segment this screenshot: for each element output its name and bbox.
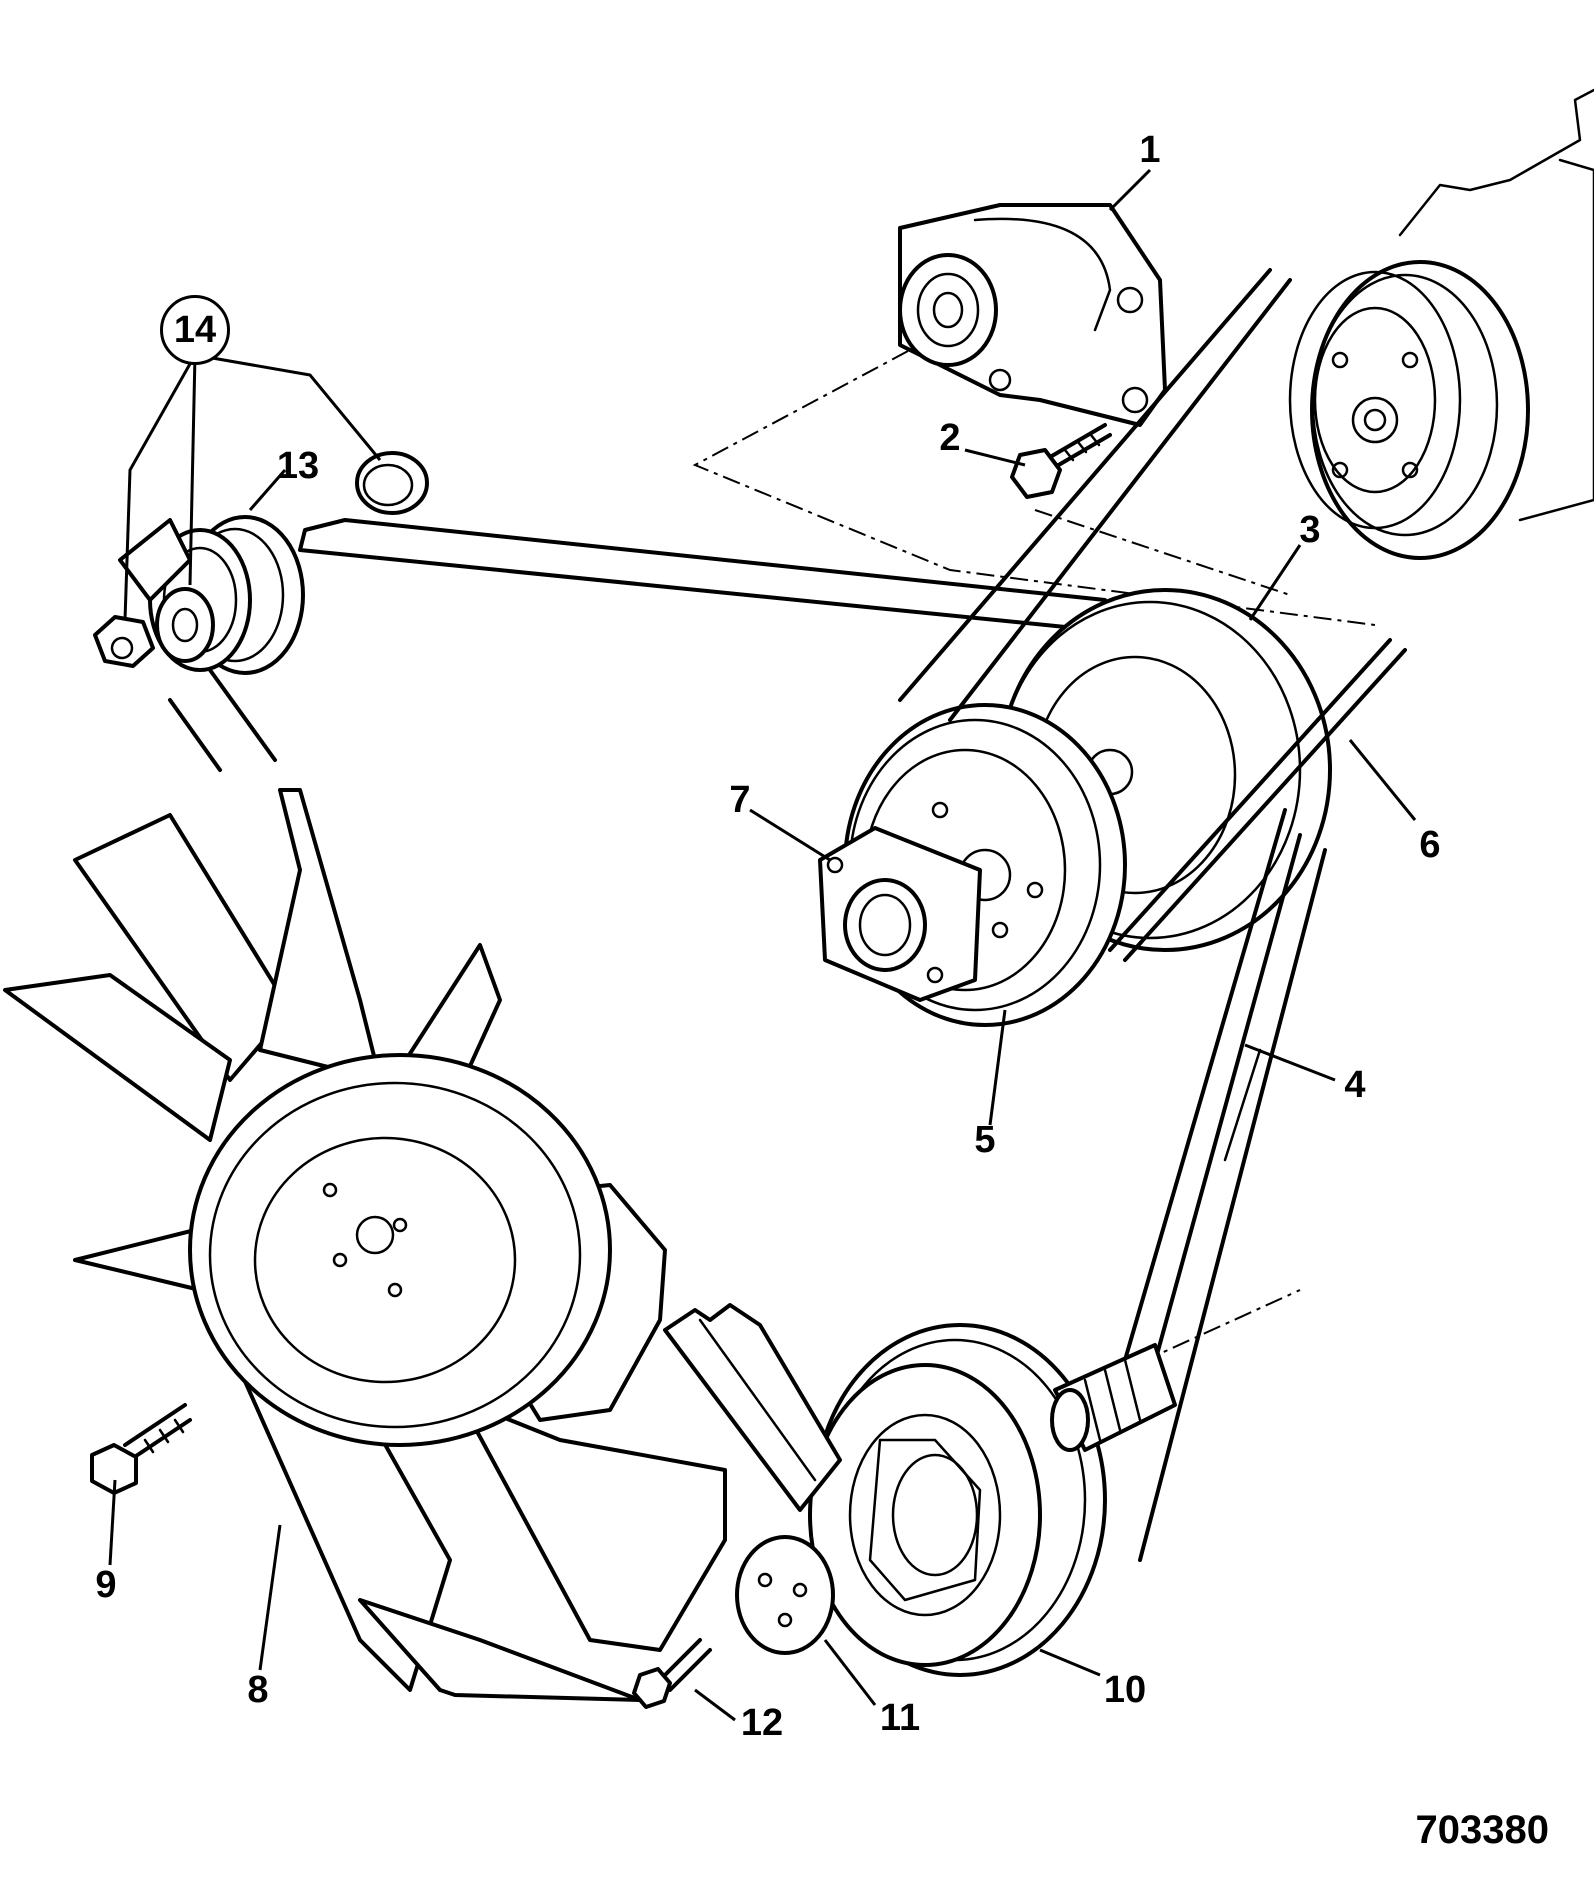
callout-11: 11: [879, 1697, 921, 1739]
callout-4: 4: [1344, 1064, 1366, 1106]
callout-10: 10: [1103, 1669, 1147, 1711]
figure-reference-number: 703380: [1415, 1808, 1549, 1852]
part-2-bolt: [1010, 423, 1112, 499]
callout-2: 2: [939, 417, 961, 459]
part-7-hub-flange: [818, 826, 982, 1002]
callout-leader-lines: [108, 168, 1417, 1722]
compressor-pulley-assembly: [1288, 88, 1594, 560]
part-12-bolt: [632, 1638, 712, 1709]
callout-8: 8: [247, 1669, 269, 1711]
callout-3: 3: [1299, 509, 1321, 551]
part-14-hardware-set: [93, 451, 429, 668]
callout-5: 5: [974, 1119, 996, 1161]
part-4-belt: [1123, 808, 1327, 1562]
callout-9: 9: [95, 1564, 117, 1606]
callout-7: 7: [729, 779, 751, 821]
callout-13: 13: [276, 445, 320, 487]
crankshaft-spline-nose: [1050, 1343, 1177, 1452]
callout-14: 14: [160, 295, 230, 365]
callout-6: 6: [1419, 824, 1441, 866]
callout-1: 1: [1139, 129, 1161, 171]
part-9-bolt: [90, 1403, 192, 1495]
lower-belt: [663, 1303, 842, 1512]
part-8-cooling-fan: [3, 788, 727, 1702]
part-10-crankshaft-pulley: [808, 1323, 1107, 1677]
callout-12: 12: [740, 1702, 784, 1744]
part-1-mounting-bracket: [898, 203, 1167, 427]
part-11-spacer-disc: [735, 1535, 835, 1655]
part-6-belt: [898, 268, 1407, 962]
